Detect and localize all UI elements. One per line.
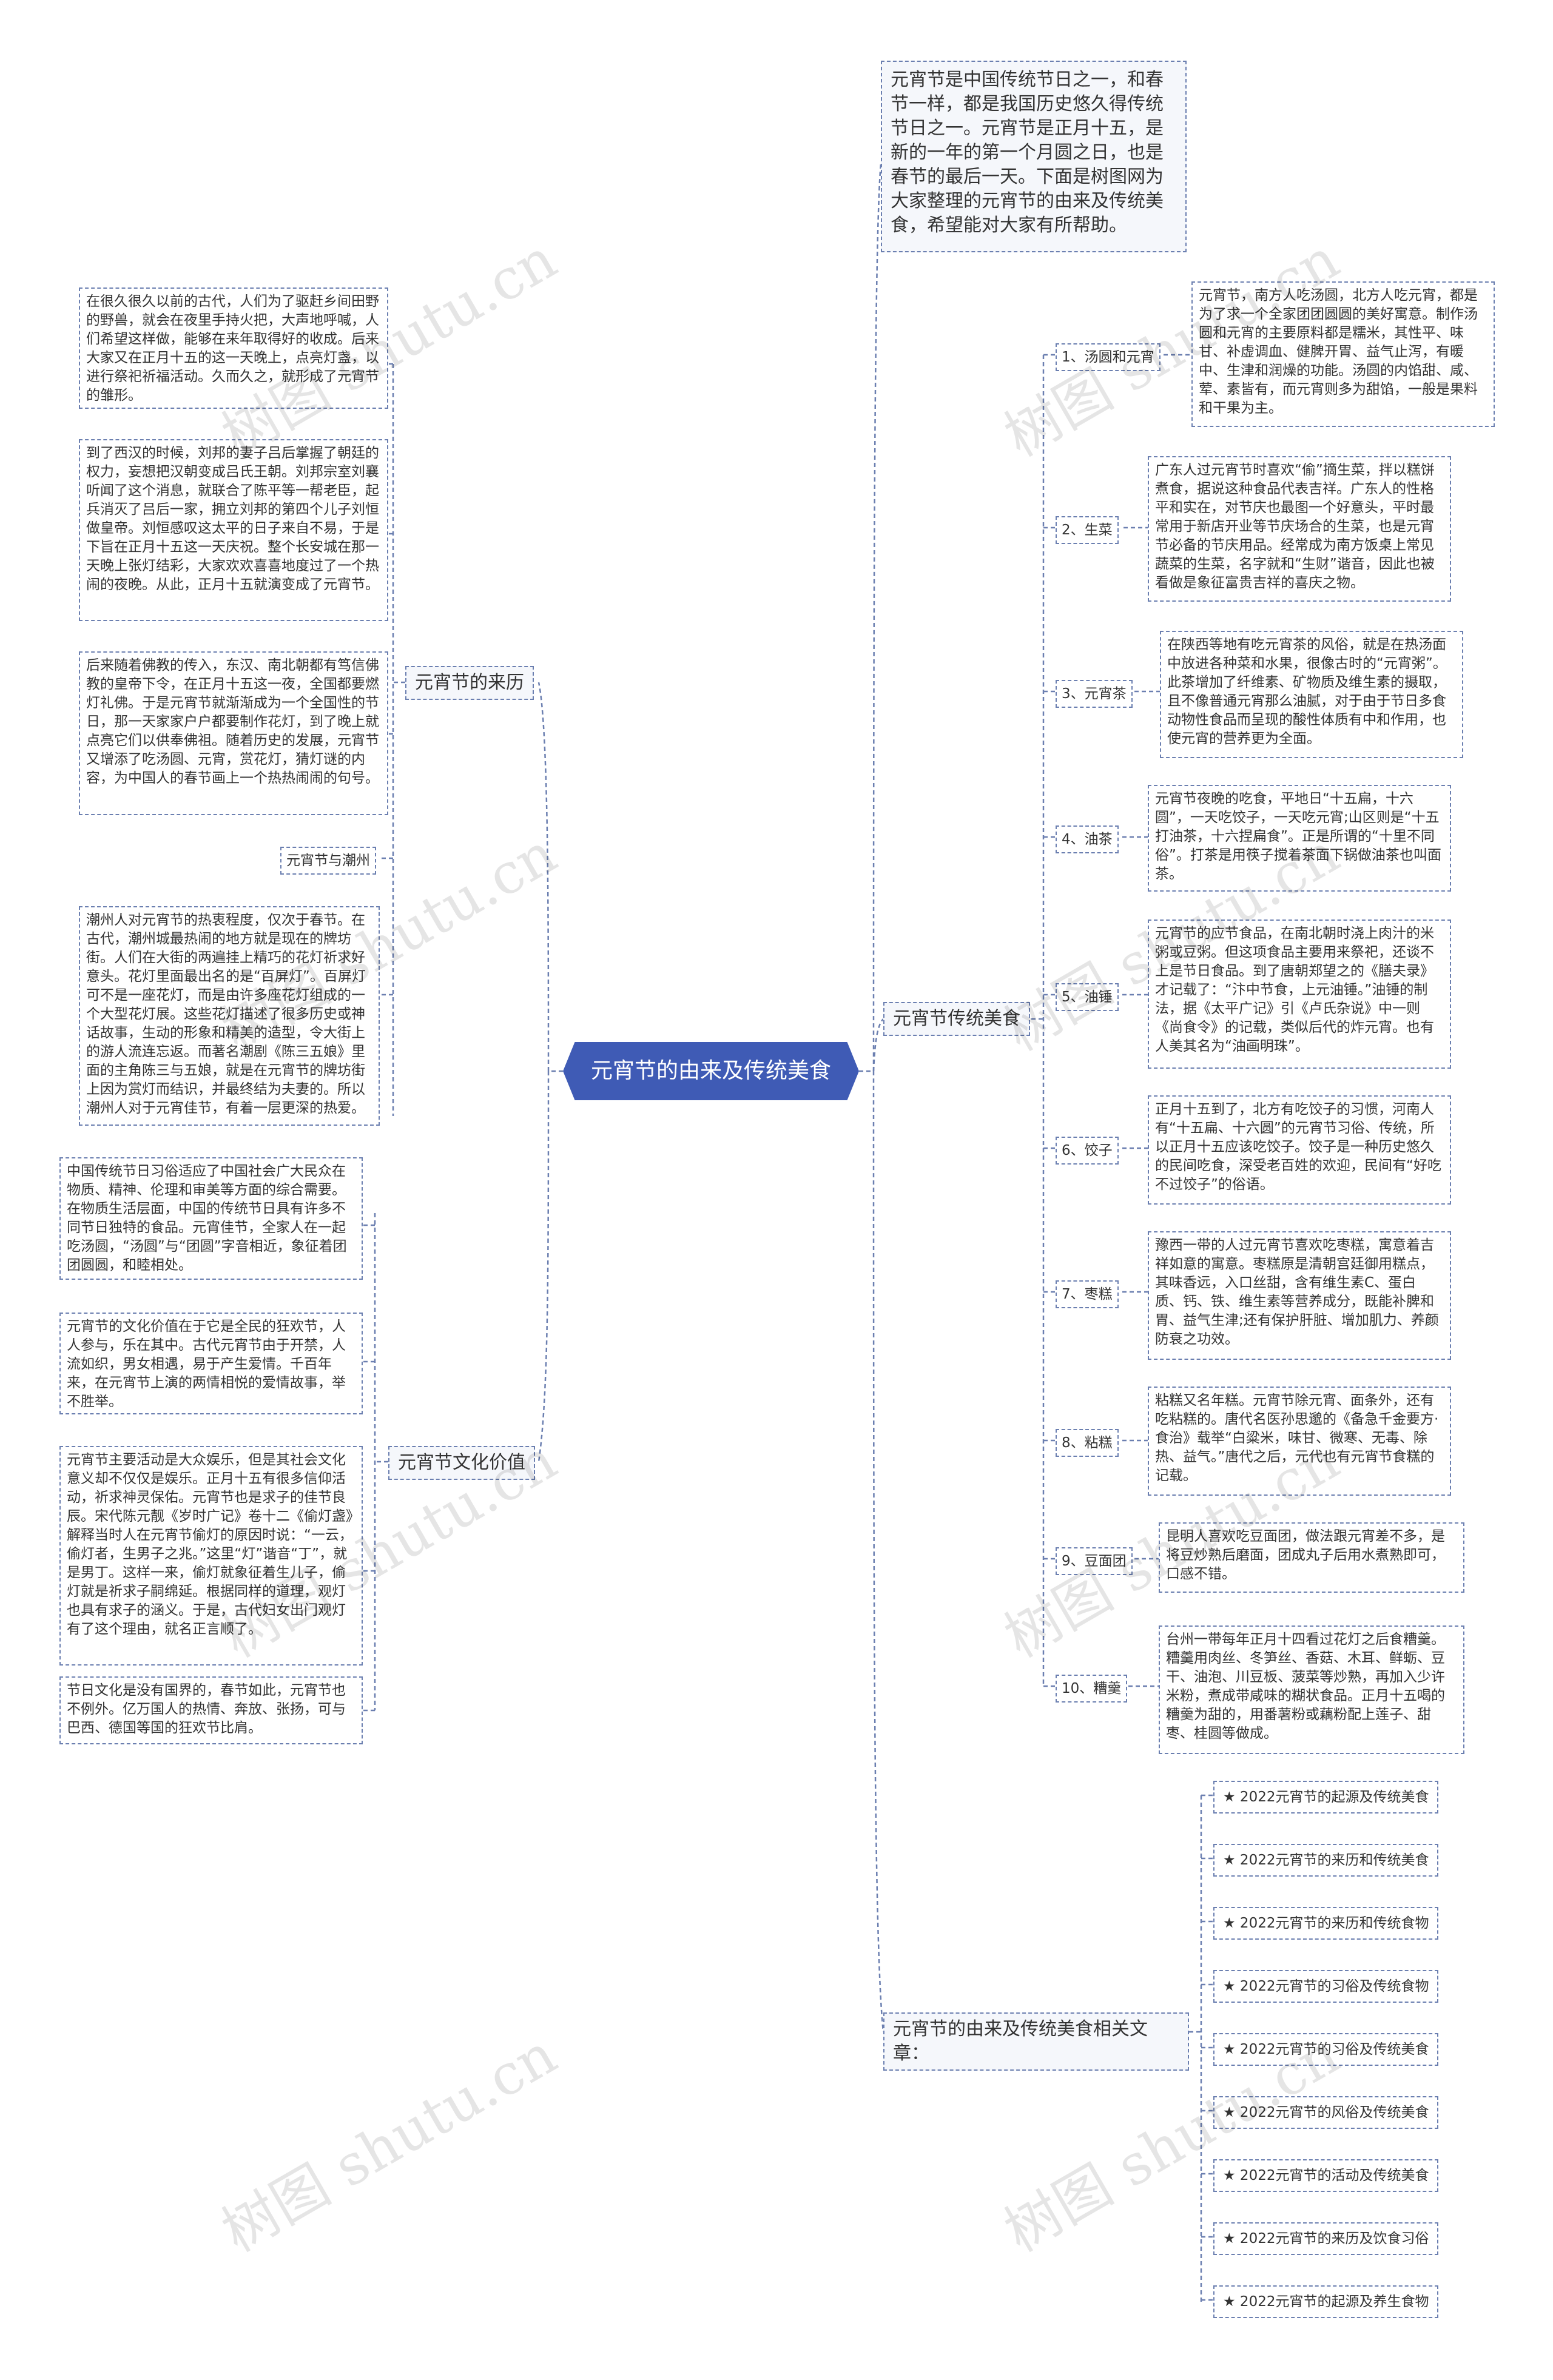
article-link[interactable]: ★ 2022元宵节的来历和传统食物 <box>1213 1907 1439 1940</box>
branch-culture[interactable]: 元宵节文化价值 <box>388 1446 535 1480</box>
culture-item[interactable]: 节日文化是没有国界的，春节如此，元宵节也不例外。亿万国人的热情、奔放、张扬，可与… <box>59 1676 363 1744</box>
culture-item[interactable]: 元宵节的文化价值在于它是全民的狂欢节，人人参与，乐在其中。古代元宵节由于开禁，人… <box>59 1313 363 1414</box>
food-text[interactable]: 广东人过元宵节时喜欢“偷”摘生菜，拌以糕饼煮食，据说这种食品代表吉祥。广东人的性… <box>1148 456 1451 602</box>
food-label[interactable]: 3、元宵茶 <box>1056 680 1133 708</box>
branch-origin[interactable]: 元宵节的来历 <box>405 666 534 700</box>
culture-item[interactable]: 元宵节主要活动是大众娱乐，但是其社会文化意义却不仅仅是娱乐。正月十五有很多信仰活… <box>59 1446 363 1666</box>
culture-item[interactable]: 中国传统节日习俗适应了中国社会广大民众在物质、精神、伦理和审美等方面的综合需要。… <box>59 1157 363 1280</box>
food-label[interactable]: 5、油锤 <box>1056 983 1119 1011</box>
branch-articles[interactable]: 元宵节的由来及传统美食相关文章： <box>883 2012 1189 2071</box>
article-link[interactable]: ★ 2022元宵节的习俗及传统美食 <box>1213 2033 1439 2066</box>
food-text[interactable]: 昆明人喜欢吃豆面团，做法跟元宵差不多，是将豆炒熟后磨面，团成丸子后用水煮熟即可，… <box>1159 1522 1464 1593</box>
food-text[interactable]: 元宵节，南方人吃汤圆，北方人吃元宵，都是为了求一个全家团团圆圆的美好寓意。制作汤… <box>1191 281 1495 427</box>
origin-item[interactable]: 到了西汉的时候，刘邦的妻子吕后掌握了朝廷的权力，妄想把汉朝变成吕氏王朝。刘邦宗室… <box>79 439 388 621</box>
food-text[interactable]: 粘糕又名年糕。元宵节除元宵、面条外，还有吃粘糕的。唐代名医孙思邈的《备急千金要方… <box>1148 1387 1451 1496</box>
food-label[interactable]: 6、饺子 <box>1056 1137 1119 1165</box>
branch-food[interactable]: 元宵节传统美食 <box>883 1002 1030 1036</box>
food-label[interactable]: 1、汤圆和元宵 <box>1056 343 1161 371</box>
article-link[interactable]: ★ 2022元宵节的习俗及传统食物 <box>1213 1970 1439 2003</box>
article-link[interactable]: ★ 2022元宵节的起源及养生食物 <box>1213 2285 1439 2318</box>
food-text[interactable]: 元宵节的应节食品，在南北朝时浇上肉汁的米粥或豆粥。但这项食品主要用来祭祀，还谈不… <box>1148 919 1451 1069</box>
origin-item[interactable]: 后来随着佛教的传入，东汉、南北朝都有笃信佛教的皇帝下令，在正月十五这一夜，全国都… <box>79 651 388 815</box>
chaozhou-text[interactable]: 潮州人对元宵节的热衷程度，仅次于春节。在古代，潮州城最热闹的地方就是现在的牌坊街… <box>79 906 380 1126</box>
intro-node[interactable]: 元宵节是中国传统节日之一，和春节一样，都是我国历史悠久得传统节日之一。元宵节是正… <box>881 61 1187 252</box>
food-label[interactable]: 8、粘糕 <box>1056 1429 1119 1457</box>
food-label[interactable]: 7、枣糕 <box>1056 1280 1119 1308</box>
article-link[interactable]: ★ 2022元宵节的来历及饮食习俗 <box>1213 2222 1439 2255</box>
food-text[interactable]: 元宵节夜晚的吃食，平地日“十五扁，十六圆”，一天吃饺子，一天吃元宵;山区则是“十… <box>1148 785 1451 892</box>
food-text[interactable]: 豫西一带的人过元宵节喜欢吃枣糕，寓意着吉祥如意的寓意。枣糕原是清朝宫廷御用糕点，… <box>1148 1231 1451 1360</box>
watermark: 树图 shutu.cn <box>211 2022 567 2265</box>
article-link[interactable]: ★ 2022元宵节的来历和传统美食 <box>1213 1844 1439 1877</box>
chaozhou-label[interactable]: 元宵节与潮州 <box>280 847 376 875</box>
food-text[interactable]: 在陕西等地有吃元宵茶的风俗，就是在热汤面中放进各种菜和水果，很像古时的“元宵粥”… <box>1160 631 1463 758</box>
food-label[interactable]: 9、豆面团 <box>1056 1547 1133 1575</box>
article-link[interactable]: ★ 2022元宵节的活动及传统美食 <box>1213 2159 1439 2192</box>
food-text[interactable]: 台州一带每年正月十四看过花灯之后食糟羹。糟羹用肉丝、冬笋丝、香菇、木耳、鲜蛎、豆… <box>1159 1625 1464 1754</box>
article-link[interactable]: ★ 2022元宵节的起源及传统美食 <box>1213 1781 1439 1814</box>
article-link[interactable]: ★ 2022元宵节的风俗及传统美食 <box>1213 2096 1439 2129</box>
food-label[interactable]: 4、油茶 <box>1056 825 1119 853</box>
root-node[interactable]: 元宵节的由来及传统美食 <box>563 1042 859 1100</box>
food-text[interactable]: 正月十五到了，北方有吃饺子的习惯，河南人有“十五扁、十六圆”的元宵节习俗、传统，… <box>1148 1095 1451 1205</box>
food-label[interactable]: 10、糟羹 <box>1056 1675 1128 1703</box>
food-label[interactable]: 2、生菜 <box>1056 516 1119 544</box>
origin-item[interactable]: 在很久很久以前的古代，人们为了驱赶乡间田野的野兽，就会在夜里手持火把，大声地呼喊… <box>79 287 388 409</box>
